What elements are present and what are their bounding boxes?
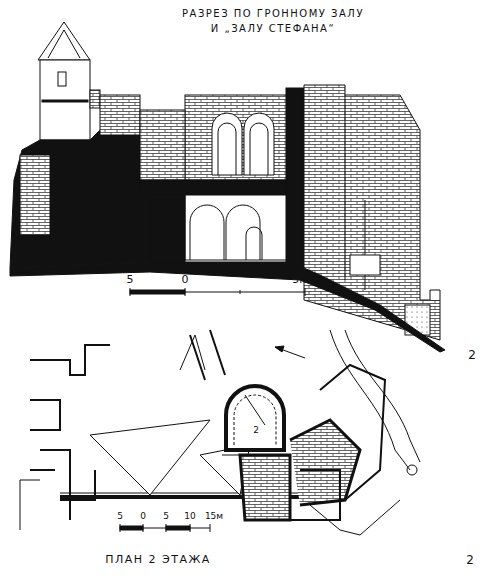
figure-number: 2: [466, 553, 474, 567]
scale-number: 0: [182, 273, 189, 286]
scale-number: 0: [140, 511, 146, 522]
scale-number: 5: [127, 273, 134, 286]
room-number: 2: [253, 425, 259, 436]
figure-number: 2: [468, 348, 476, 362]
plan-title: ПЛАН 2 ЭТАЖА: [105, 553, 211, 566]
scale-number: 10: [184, 511, 195, 522]
scale-number: 15м: [205, 511, 223, 522]
scale-number: 5: [117, 511, 123, 522]
section-title: РАЗРЕЗ ПО ГРОННОМУ ЗАЛУ И „ЗАЛУ СТЕФАНА“: [178, 6, 368, 36]
plan: [20, 330, 420, 535]
scale-number: 5: [163, 511, 169, 522]
section: [10, 22, 445, 352]
scale-number: 5м: [292, 273, 307, 286]
